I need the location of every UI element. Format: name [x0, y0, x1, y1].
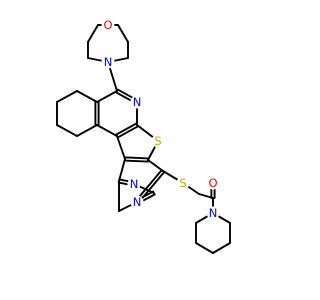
bond-12	[116, 125, 139, 139]
bond-3	[117, 24, 129, 43]
bond-38	[134, 169, 163, 202]
atom-label: S	[154, 134, 161, 148]
bond-19	[56, 90, 78, 103]
atom-background	[206, 206, 220, 220]
atom-background	[176, 176, 190, 190]
bond-layer	[56, 24, 231, 254]
bond-26	[124, 156, 150, 160]
bond-18	[76, 90, 98, 103]
atom-label: N	[133, 195, 142, 209]
bond-48	[212, 242, 231, 254]
bond-13	[115, 122, 138, 136]
atom-background	[101, 18, 115, 32]
atom-background	[206, 176, 220, 190]
bond-47	[195, 242, 214, 254]
atom-label: O	[103, 18, 112, 32]
atom-background	[151, 134, 165, 148]
atom-label: N	[104, 55, 113, 69]
atom-background	[130, 195, 144, 209]
bond-17	[96, 90, 118, 103]
atom-label: S	[179, 176, 186, 190]
bond-2	[87, 24, 99, 43]
atom-label: N	[209, 206, 218, 220]
atom-label: N	[130, 177, 139, 191]
bond-27	[116, 135, 126, 160]
bond-22	[76, 124, 98, 137]
bond-14	[96, 124, 118, 137]
atom-background	[127, 177, 141, 191]
bond-21	[56, 124, 78, 137]
atom-background	[101, 55, 115, 69]
bond-36	[147, 159, 164, 172]
bond-28	[118, 158, 126, 182]
bond-37	[137, 171, 166, 204]
bond-25	[123, 159, 149, 163]
atom-label: N	[133, 95, 142, 109]
atom-background	[130, 95, 144, 109]
atom-label: O	[208, 176, 217, 190]
